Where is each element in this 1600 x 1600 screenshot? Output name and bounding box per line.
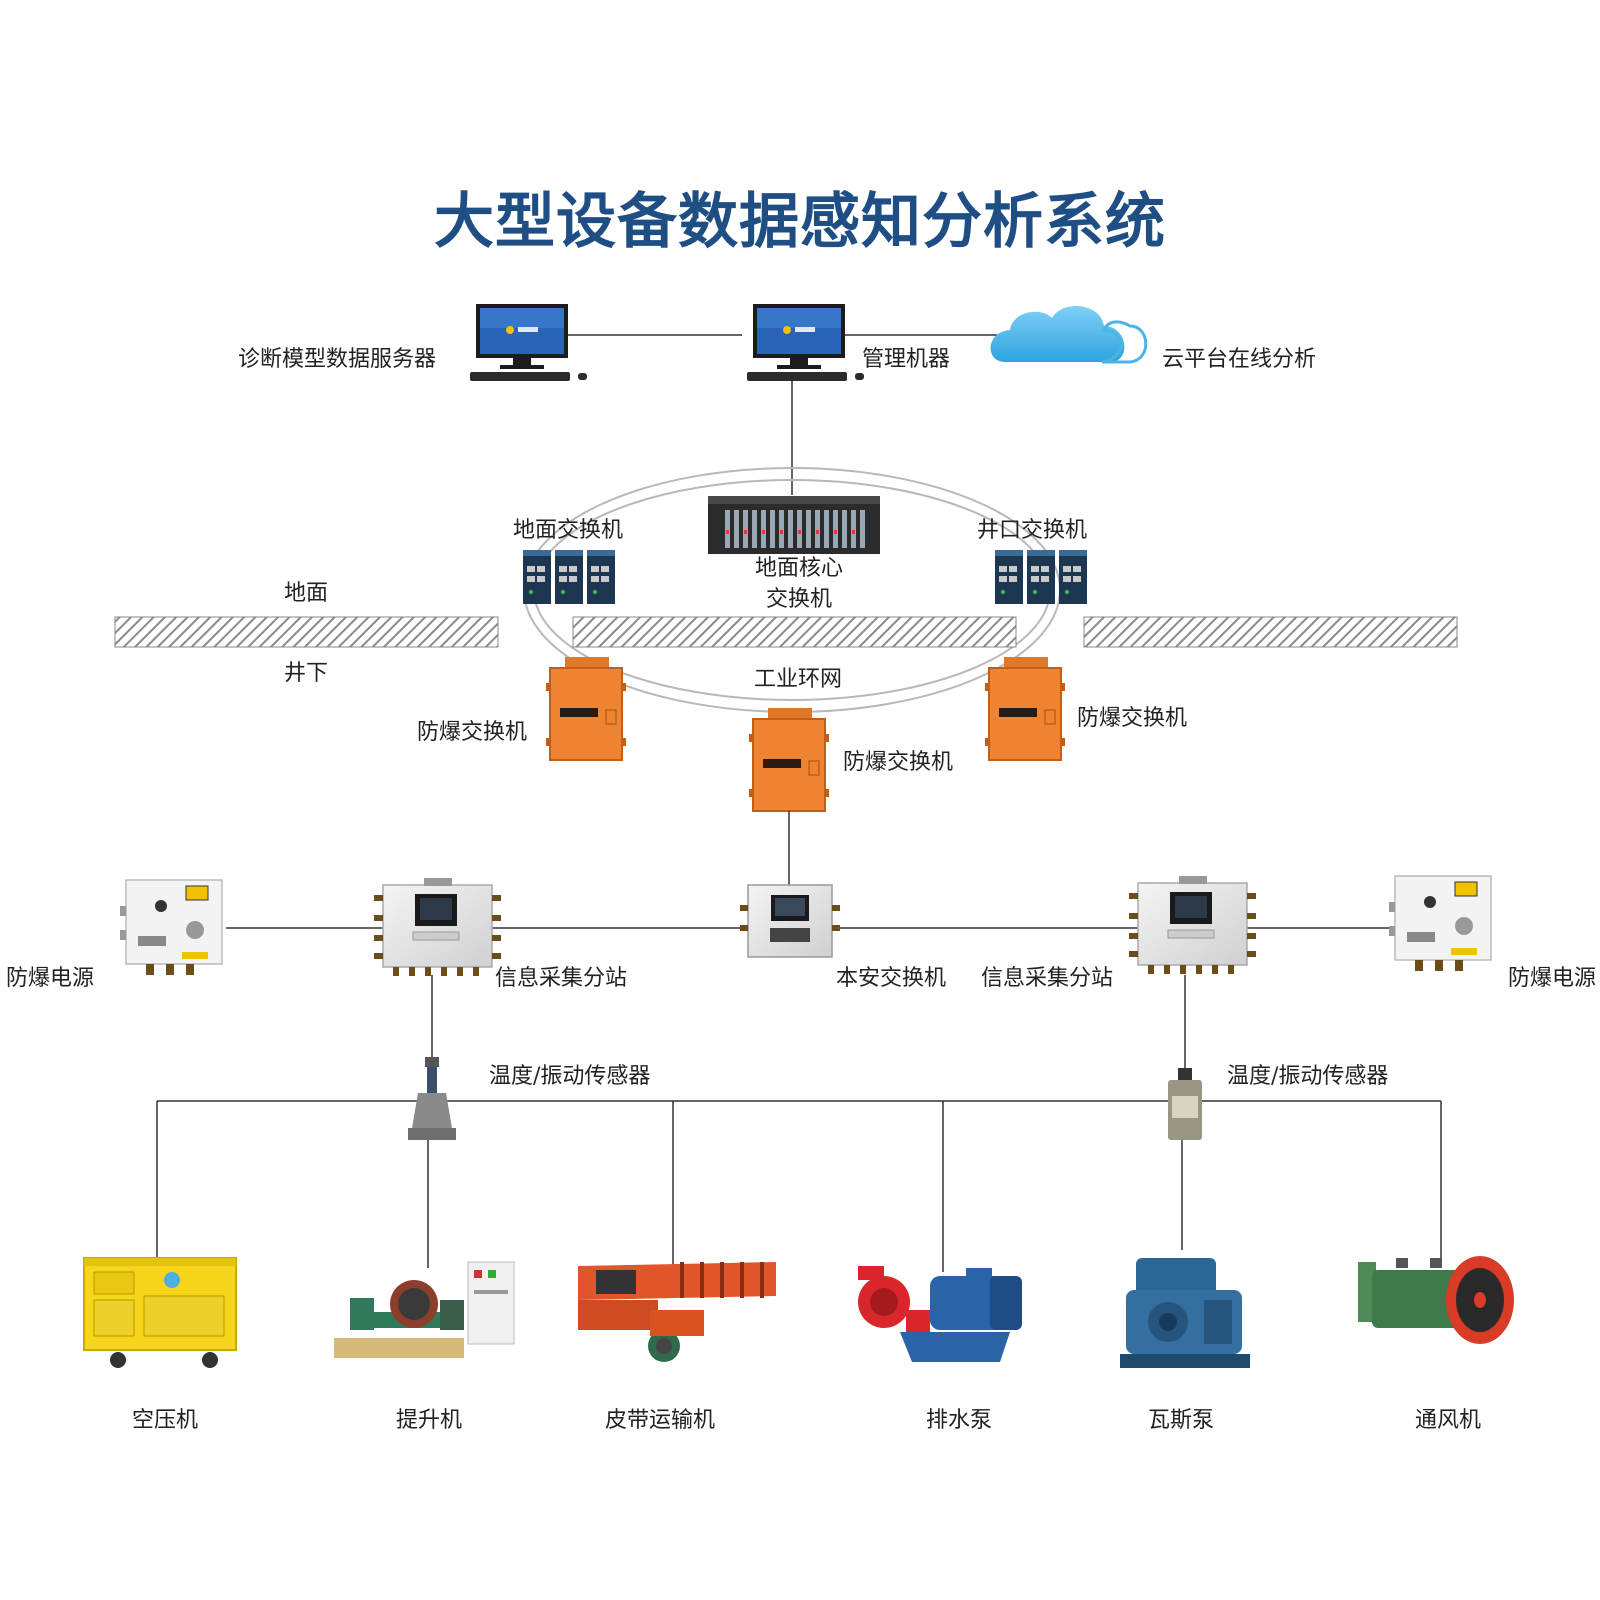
equipment-label-air-compressor: 空压机: [132, 1408, 199, 1433]
top-links: [568, 334, 997, 495]
belt-conveyor-icon: [578, 1262, 776, 1362]
drain-pump-icon: [858, 1266, 1022, 1362]
management-computer-icon: [747, 304, 864, 381]
equipment-label-belt-conveyor: 皮带运输机: [605, 1408, 716, 1433]
underground-label: 井下: [284, 661, 329, 686]
cloud-label: 云平台在线分析: [1162, 347, 1317, 372]
sensor-left-label: 温度/振动传感器: [489, 1064, 651, 1089]
station-right-icon: [1129, 876, 1256, 974]
surface-switch-label: 地面交换机: [513, 518, 624, 543]
ex-switch-left-label: 防爆交换机: [417, 720, 528, 745]
sensor-right-label: 温度/振动传感器: [1227, 1064, 1389, 1089]
ex-switch-right-label: 防爆交换机: [1077, 706, 1188, 731]
management-label: 管理机器: [862, 347, 951, 372]
gas-pump-icon: [1120, 1258, 1250, 1368]
equipment-label-drain-pump: 排水泵: [926, 1408, 993, 1433]
core-switch-label-1: 地面核心: [755, 556, 844, 581]
ex-switch-mid-label: 防爆交换机: [843, 750, 954, 775]
safe-switch-icon: [740, 884, 840, 958]
station-left-label: 信息采集分站: [495, 966, 628, 991]
power-left-icon: [120, 879, 223, 975]
air-compressor-icon: [83, 1257, 237, 1368]
diag-server-label: 诊断模型数据服务器: [238, 347, 437, 372]
equipment-label-gas-pump: 瓦斯泵: [1148, 1408, 1215, 1433]
hoist-icon: [334, 1261, 515, 1358]
surface-switch-icon: [523, 550, 615, 604]
cloud-icon: [990, 306, 1148, 364]
well-switch-icon: [995, 550, 1087, 604]
power-right-icon: [1389, 875, 1492, 971]
equipment-label-hoist: 提升机: [396, 1408, 463, 1433]
core-switch-icon: [708, 496, 880, 554]
ring-network-label: 工业环网: [754, 667, 843, 692]
power-right-label: 防爆电源: [1508, 966, 1597, 991]
ground-layer: [114, 616, 1458, 648]
core-switch-label-2: 交换机: [766, 587, 833, 612]
station-left-icon: [374, 878, 501, 976]
power-left-label: 防爆电源: [6, 966, 95, 991]
sensor-right-icon: [1168, 1068, 1202, 1140]
well-switch-label: 井口交换机: [977, 518, 1088, 543]
page-title: 大型设备数据感知分析系统: [434, 187, 1166, 257]
diag-server-computer-icon: [470, 304, 587, 381]
ventilator-icon: [1358, 1256, 1514, 1344]
station-right-label: 信息采集分站: [981, 966, 1114, 991]
sensor-left-icon: [408, 1057, 456, 1140]
ex-switch-mid-icon: [749, 708, 829, 812]
ex-switch-right-icon: [985, 657, 1065, 761]
mid-links: [156, 811, 1442, 1272]
equipment-label-ventilator: 通风机: [1415, 1408, 1482, 1433]
ex-switch-left-icon: [546, 657, 626, 761]
surface-label: 地面: [284, 581, 329, 606]
safe-switch-label: 本安交换机: [836, 966, 947, 991]
